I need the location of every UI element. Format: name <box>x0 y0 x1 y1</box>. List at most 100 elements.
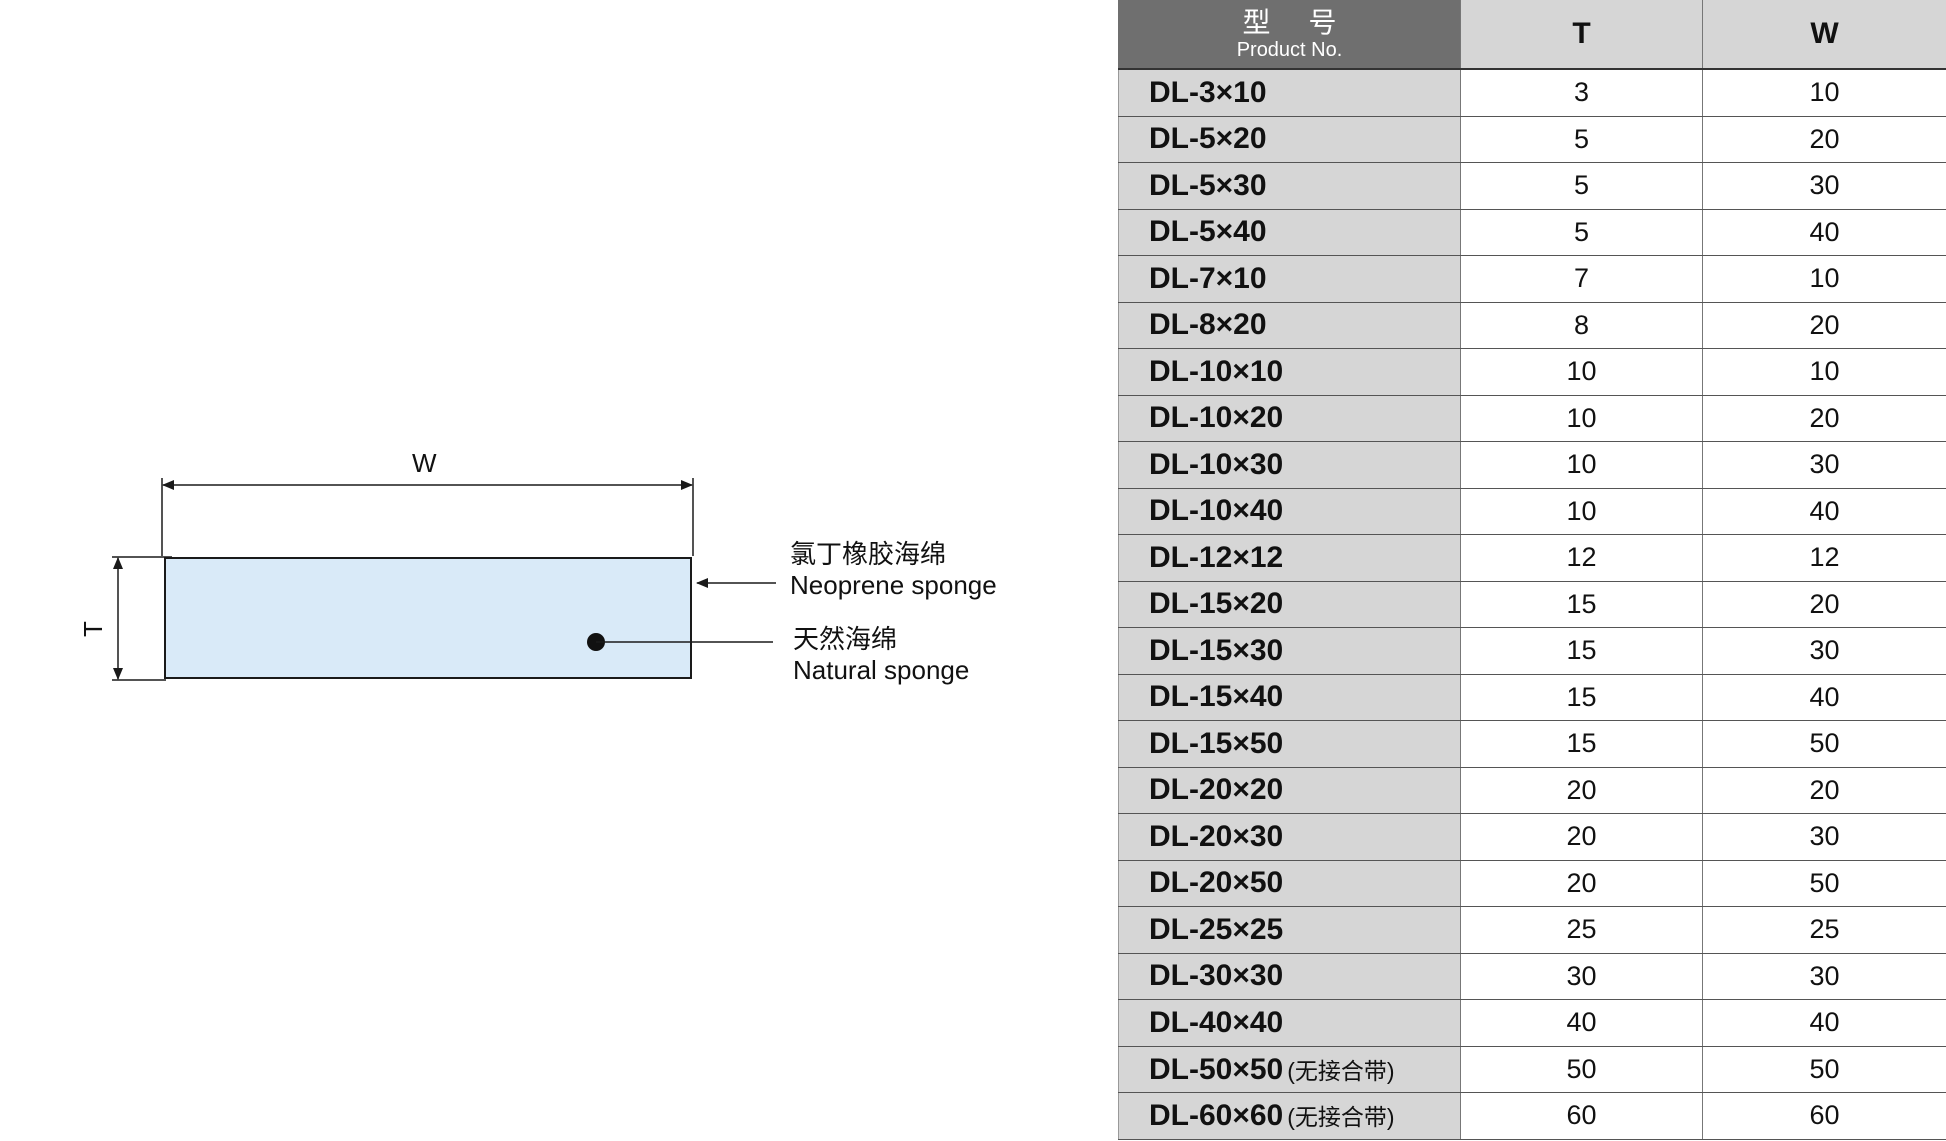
product-drawing: W T 氯丁橡胶海绵 Neoprene sponge 天然海绵 Natural … <box>78 448 997 686</box>
w-value-cell: 40 <box>1702 488 1946 535</box>
product-no: DL-15×40 <box>1149 680 1284 714</box>
t-value-cell: 10 <box>1460 395 1703 442</box>
product-no: DL-5×40 <box>1149 215 1267 249</box>
t-value-cell: 8 <box>1460 302 1703 349</box>
t-value-cell: 10 <box>1460 348 1703 396</box>
t-value-cell: 12 <box>1460 534 1703 582</box>
product-no-cell: DL-20×20 <box>1118 767 1461 814</box>
t-value-cell: 5 <box>1460 116 1703 163</box>
t-value-cell: 5 <box>1460 209 1703 256</box>
t-value-cell: 20 <box>1460 860 1703 907</box>
product-no: DL-25×25 <box>1149 912 1284 946</box>
t-value-cell: 7 <box>1460 255 1703 303</box>
natural-label-cn: 天然海绵 <box>793 624 898 654</box>
product-no-cell: DL-12×12 <box>1118 534 1461 582</box>
t-value-cell: 15 <box>1460 720 1703 768</box>
w-value-cell: 25 <box>1702 906 1946 954</box>
w-dimension-label: W <box>412 448 437 478</box>
product-no-cell: DL-10×40 <box>1118 488 1461 535</box>
w-value-cell: 20 <box>1702 302 1946 349</box>
product-no-cell: DL-5×20 <box>1118 116 1461 163</box>
w-value-cell: 50 <box>1702 720 1946 768</box>
table-header-row: 型号 Product No. T W <box>1118 0 1946 70</box>
w-value-cell: 20 <box>1702 395 1946 442</box>
product-no-cell: DL-50×50(无接合带) <box>1118 1046 1461 1093</box>
product-no-cell: DL-10×10 <box>1118 348 1461 396</box>
w-value-cell: 20 <box>1702 581 1946 628</box>
header-w: W <box>1702 0 1946 70</box>
t-value-cell: 30 <box>1460 953 1703 1000</box>
product-no: DL-12×12 <box>1149 540 1284 574</box>
w-value-cell: 40 <box>1702 209 1946 256</box>
w-value-cell: 30 <box>1702 627 1946 675</box>
t-value-cell: 5 <box>1460 162 1703 210</box>
natural-callout: 天然海绵 Natural sponge <box>793 624 969 686</box>
sponge-body <box>164 557 692 679</box>
w-value-cell: 10 <box>1702 348 1946 396</box>
t-value-cell: 15 <box>1460 581 1703 628</box>
product-no-cell: DL-5×30 <box>1118 162 1461 210</box>
header-product-no-en: Product No. <box>1236 38 1343 61</box>
product-no: DL-30×30 <box>1149 959 1284 993</box>
product-no-cell: DL-25×25 <box>1118 906 1461 954</box>
product-no: DL-15×30 <box>1149 633 1284 667</box>
w-value-cell: 40 <box>1702 674 1946 721</box>
product-no: DL-10×10 <box>1149 354 1284 388</box>
product-no-cell: DL-10×30 <box>1118 441 1461 489</box>
product-no: DL-5×20 <box>1149 122 1267 156</box>
t-value-cell: 40 <box>1460 999 1703 1047</box>
w-value-cell: 30 <box>1702 441 1946 489</box>
product-no: DL-8×20 <box>1149 308 1267 342</box>
drawing-svg <box>112 478 776 681</box>
product-no: DL-3×10 <box>1149 75 1267 109</box>
neoprene-label-en: Neoprene sponge <box>790 570 997 600</box>
product-no: DL-20×30 <box>1149 819 1284 853</box>
product-no-cell: DL-15×20 <box>1118 581 1461 628</box>
w-value-cell: 50 <box>1702 1046 1946 1093</box>
product-no: DL-10×30 <box>1149 447 1284 481</box>
t-value-cell: 20 <box>1460 813 1703 861</box>
product-no: DL-60×60 <box>1149 1099 1284 1133</box>
w-value-cell: 20 <box>1702 767 1946 814</box>
t-value-cell: 15 <box>1460 674 1703 721</box>
w-value-cell: 12 <box>1702 534 1946 582</box>
w-value-cell: 30 <box>1702 953 1946 1000</box>
product-no: DL-7×10 <box>1149 261 1267 295</box>
product-no-cell: DL-7×10 <box>1118 255 1461 303</box>
product-no-cell: DL-3×10 <box>1118 69 1461 117</box>
w-value-cell: 30 <box>1702 162 1946 210</box>
natural-label-en: Natural sponge <box>793 655 970 685</box>
t-value-cell: 15 <box>1460 627 1703 675</box>
t-value-cell: 25 <box>1460 906 1703 954</box>
product-no: DL-15×50 <box>1149 726 1284 760</box>
product-no-cell: DL-15×30 <box>1118 627 1461 675</box>
product-no-cell: DL-20×30 <box>1118 813 1461 861</box>
w-value-cell: 10 <box>1702 69 1946 117</box>
product-no: DL-15×20 <box>1149 587 1284 621</box>
product-note: (无接合带) <box>1287 1104 1395 1131</box>
header-t: T <box>1460 0 1703 70</box>
product-no: DL-50×50 <box>1149 1052 1284 1086</box>
w-value-cell: 50 <box>1702 860 1946 907</box>
product-no: DL-40×40 <box>1149 1005 1284 1039</box>
